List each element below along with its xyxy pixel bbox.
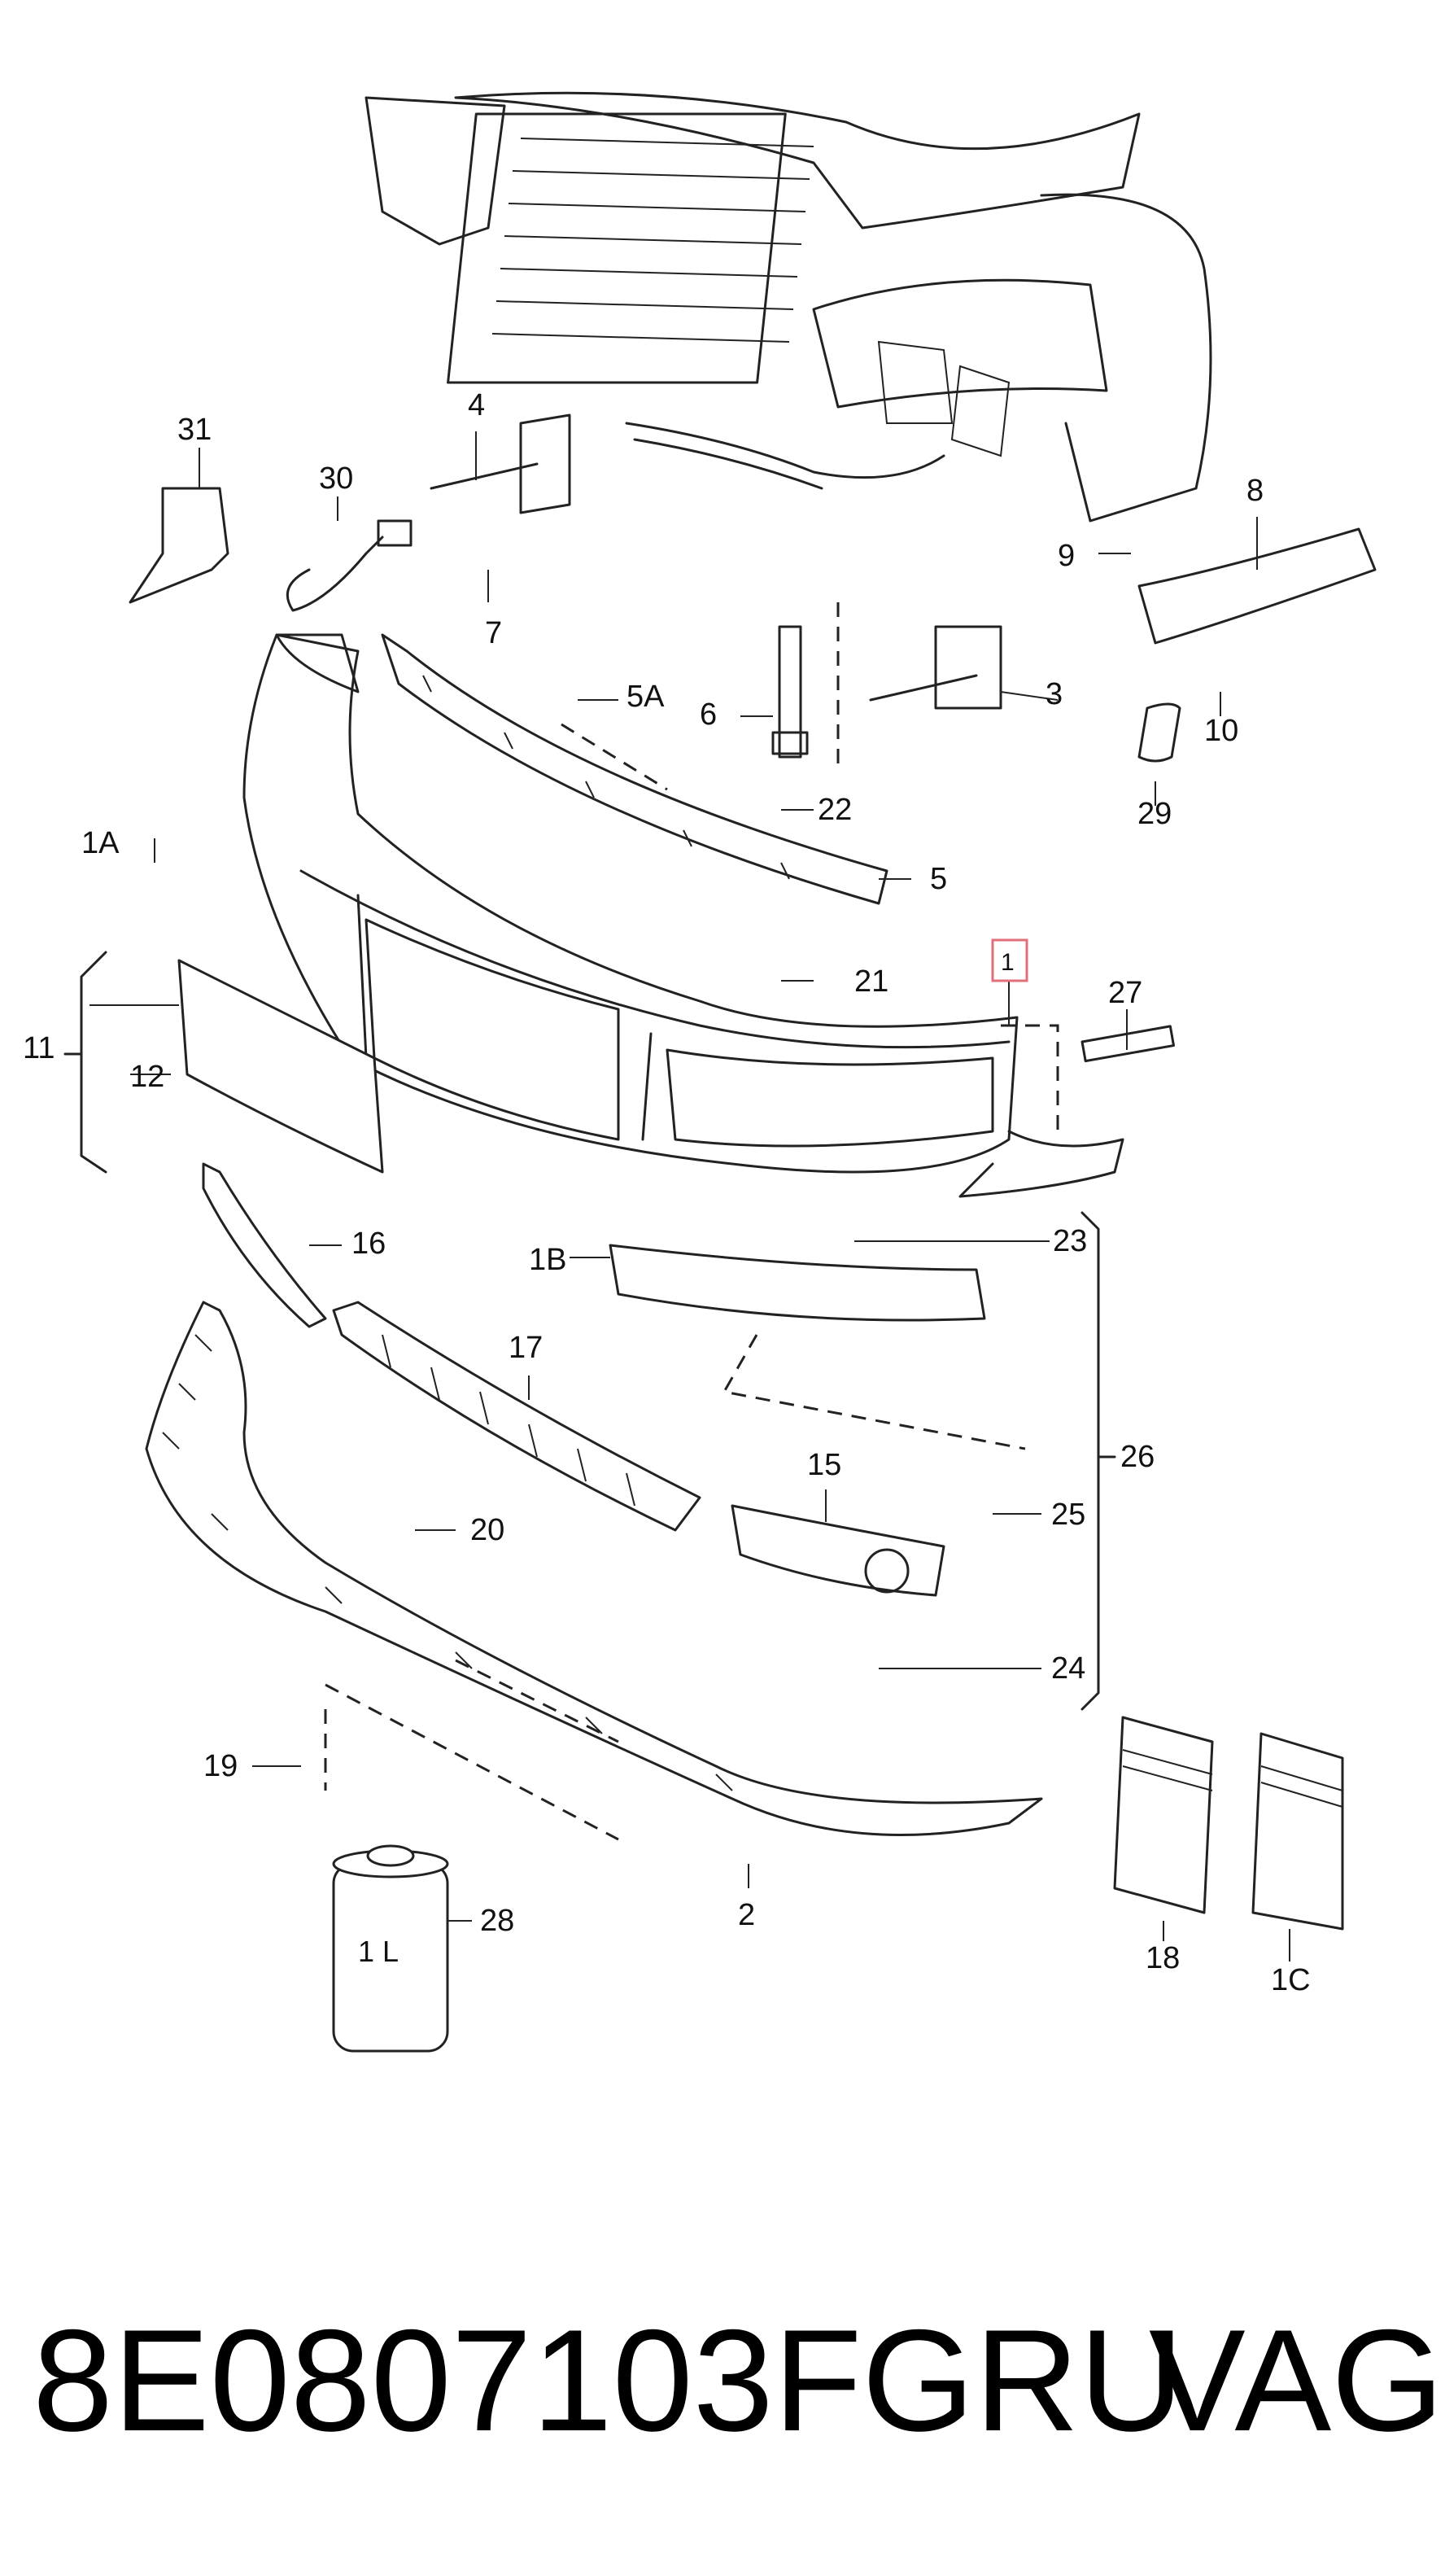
trim-strip xyxy=(609,1244,986,1322)
center-grille xyxy=(332,1301,701,1532)
callout-18: 18 xyxy=(1146,1941,1180,1975)
callout-10: 10 xyxy=(1204,714,1238,748)
pouch-1C xyxy=(1251,1732,1344,1931)
bolt-6 xyxy=(771,625,809,759)
part-number-footer: 8E0807103FGRU VAG xyxy=(33,2295,1444,2466)
callout-31: 31 xyxy=(177,413,212,447)
vehicle-front-structure xyxy=(365,91,1212,523)
leader-lines xyxy=(89,431,1290,1962)
callout-26: 26 xyxy=(1120,1440,1155,1474)
bolt-27 xyxy=(1080,1025,1175,1063)
callout-19: 19 xyxy=(203,1749,238,1783)
callout-7: 7 xyxy=(485,616,502,650)
callout-24: 24 xyxy=(1051,1651,1085,1686)
callout-23: 23 xyxy=(1053,1224,1087,1258)
callout-2: 2 xyxy=(738,1898,755,1932)
callout-25: 25 xyxy=(1051,1498,1085,1532)
group-bracket-26 xyxy=(1080,1211,1116,1711)
plate-bracket xyxy=(177,959,384,1174)
bumper-carrier xyxy=(381,633,888,905)
side-bracket-8 xyxy=(1137,527,1377,645)
brand-name: VAG xyxy=(1149,2299,1444,2461)
callout-1C: 1C xyxy=(1271,1963,1311,1997)
pouch-18 xyxy=(1113,1716,1214,1914)
side-grille-left xyxy=(202,1162,327,1328)
callout-5A: 5A xyxy=(626,680,665,714)
callout-6: 6 xyxy=(700,698,717,732)
callout-9: 9 xyxy=(1058,539,1075,573)
part-number: 8E0807103FGRU xyxy=(33,2299,1184,2461)
callout-1B: 1B xyxy=(529,1243,566,1277)
callout-29: 29 xyxy=(1137,797,1172,831)
bumper-cover xyxy=(242,633,1124,1198)
group-bracket-11 xyxy=(63,951,107,1174)
callout-5: 5 xyxy=(930,862,947,896)
callout-27: 27 xyxy=(1108,976,1142,1010)
callout-4: 4 xyxy=(468,388,485,422)
callout-1: 1 xyxy=(1001,949,1015,976)
highlight-box-item-1 xyxy=(991,938,1028,982)
callout-20: 20 xyxy=(470,1513,504,1547)
seal-29 xyxy=(1137,702,1181,763)
callout-8: 8 xyxy=(1246,474,1264,508)
callout-15: 15 xyxy=(807,1448,841,1482)
callout-30: 30 xyxy=(319,461,353,496)
callout-17: 17 xyxy=(509,1331,543,1365)
tow-eye xyxy=(286,519,413,612)
callout-12: 12 xyxy=(130,1060,164,1094)
callout-11: 11 xyxy=(23,1031,55,1065)
callout-3: 3 xyxy=(1046,677,1063,711)
bottle-label: 1 L xyxy=(358,1935,399,1968)
callout-28: 28 xyxy=(480,1904,514,1938)
callout-16: 16 xyxy=(351,1227,386,1261)
callout-21: 21 xyxy=(854,964,888,999)
bracket-31 xyxy=(129,487,229,604)
callout-22: 22 xyxy=(818,793,852,827)
tow-bracket-right xyxy=(869,625,1002,710)
callout-1A: 1A xyxy=(81,826,120,860)
fog-grille xyxy=(731,1504,945,1597)
bottle-28: 1 L xyxy=(332,1844,449,2053)
assembly-lines xyxy=(324,602,1059,1841)
callout-labels: 1 1A 1B 1C 2 3 4 5 5A 6 7 8 9 10 11 12 1… xyxy=(23,388,1311,1997)
tow-bracket-upper xyxy=(430,413,571,514)
